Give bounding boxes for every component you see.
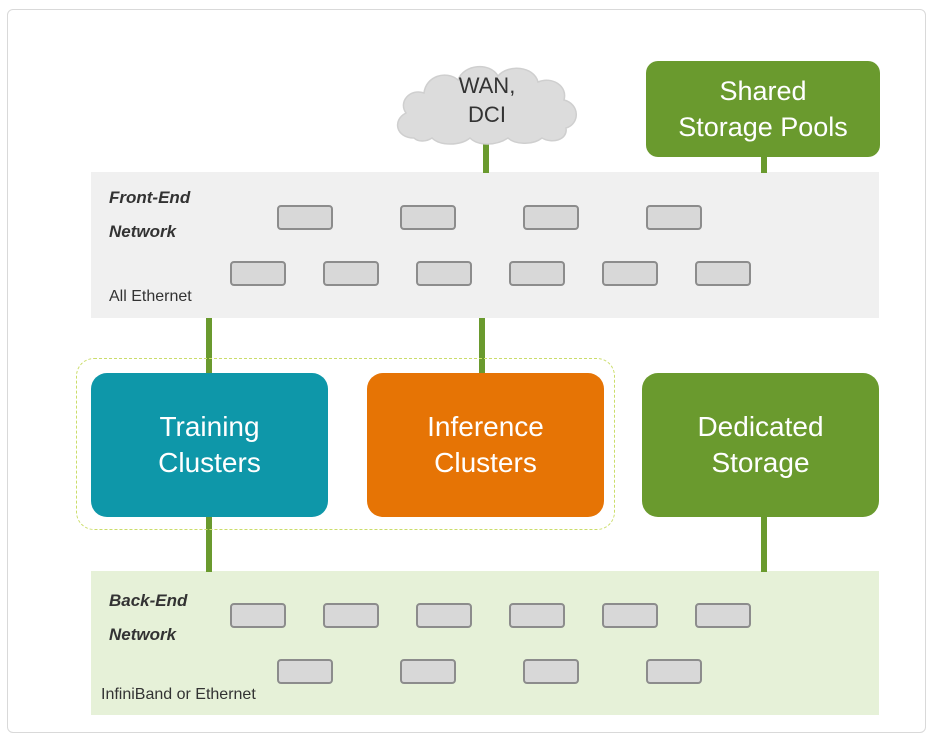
front-end-title-line1: Front-End bbox=[109, 188, 191, 207]
switch-icon bbox=[277, 659, 333, 684]
switch-icon bbox=[416, 603, 472, 628]
cluster-group-outline bbox=[76, 358, 615, 530]
switch-icon bbox=[230, 603, 286, 628]
inference-line2: Clusters bbox=[434, 447, 537, 478]
switch-icon bbox=[416, 261, 472, 286]
switch-icon bbox=[695, 261, 751, 286]
front-end-title-line2: Network bbox=[109, 222, 177, 241]
switch-icon bbox=[323, 603, 379, 628]
front-end-title: Front-End Network bbox=[109, 181, 190, 249]
cloud-icon bbox=[396, 66, 577, 145]
front-end-network-band bbox=[91, 172, 879, 318]
wan-dci-label: WAN, DCI bbox=[392, 71, 582, 129]
switch-icon bbox=[509, 603, 565, 628]
training-front-connector-line bbox=[206, 318, 212, 374]
inference-line1: Inference bbox=[427, 411, 544, 442]
shared-storage-connector-line bbox=[761, 156, 767, 173]
switch-icon bbox=[509, 261, 565, 286]
training-clusters-box: Training Clusters bbox=[91, 373, 328, 517]
back-end-network-band bbox=[91, 571, 879, 715]
wan-label-line1: WAN, bbox=[458, 73, 516, 98]
switch-icon bbox=[400, 659, 456, 684]
shared-storage-line2: Storage Pools bbox=[678, 112, 848, 142]
switch-icon bbox=[523, 205, 579, 230]
inference-clusters-box: Inference Clusters bbox=[367, 373, 604, 517]
shared-storage-line1: Shared bbox=[719, 76, 807, 106]
switch-icon bbox=[230, 261, 286, 286]
storage-back-connector-line bbox=[761, 516, 767, 572]
inference-front-connector-line bbox=[479, 318, 485, 374]
shared-storage-pools-box: Shared Storage Pools bbox=[646, 61, 880, 157]
training-line2: Clusters bbox=[158, 447, 261, 478]
training-line1: Training bbox=[159, 411, 260, 442]
back-end-subtitle: InfiniBand or Ethernet bbox=[101, 686, 256, 703]
back-end-title-line1: Back-End bbox=[109, 591, 188, 610]
wan-label-line2: DCI bbox=[468, 102, 506, 127]
switch-icon bbox=[602, 261, 658, 286]
switch-icon bbox=[323, 261, 379, 286]
switch-icon bbox=[646, 659, 702, 684]
wan-connector-line bbox=[483, 143, 489, 173]
switch-icon bbox=[602, 603, 658, 628]
switch-icon bbox=[695, 603, 751, 628]
switch-icon bbox=[523, 659, 579, 684]
back-end-title: Back-End Network bbox=[109, 584, 187, 652]
switch-icon bbox=[400, 205, 456, 230]
back-end-title-line2: Network bbox=[109, 625, 177, 644]
dedicated-storage-box: Dedicated Storage bbox=[642, 373, 879, 517]
switch-icon bbox=[277, 205, 333, 230]
dedicated-storage-line1: Dedicated bbox=[697, 411, 824, 442]
dedicated-storage-line2: Storage bbox=[711, 447, 810, 478]
front-end-subtitle: All Ethernet bbox=[109, 288, 192, 305]
switch-icon bbox=[646, 205, 702, 230]
training-back-connector-line bbox=[206, 516, 212, 572]
